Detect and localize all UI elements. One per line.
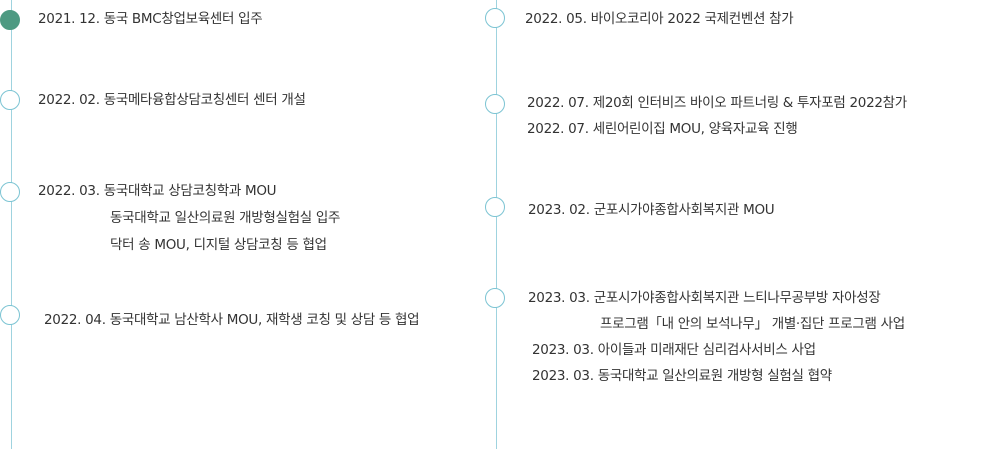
timeline-entry-text: 2023. 03. 군포시가야종합사회복지관 느티나무공부방 자아성장 [528,290,881,306]
timeline-right-column: 2022. 05. 바이오코리아 2022 국제컨벤션 참가 2022. 07.… [485,0,1000,449]
timeline-entry-text: 2022. 07. 세린어린이집 MOU, 양육자교육 진행 [527,121,798,137]
timeline-dot [0,182,20,202]
timeline-left-column: 2021. 12. 동국 BMC창업보육센터 입주 2022. 02. 동국메타… [0,0,490,449]
timeline-entry-text: 2021. 12. 동국 BMC창업보육센터 입주 [38,11,263,27]
timeline-dot [0,90,20,110]
timeline-entry-text: 2023. 03. 동국대학교 일산의료원 개방형 실험실 협약 [532,368,832,384]
timeline-entry-text: 프로그램「내 안의 보석나무」 개별·집단 프로그램 사업 [600,316,905,332]
timeline-entry-text: 2022. 02. 동국메타융합상담코칭센터 센터 개설 [38,92,306,108]
timeline-entry-text: 2022. 07. 제20회 인터비즈 바이오 파트너링 & 투자포럼 2022… [527,95,907,111]
timeline-dot [485,197,505,217]
timeline-dot [485,8,505,28]
timeline-line-right [496,0,497,449]
timeline-line-left [11,0,12,449]
timeline-dot-active [0,10,20,30]
timeline-entry-text: 동국대학교 일산의료원 개방형실험실 입주 [110,210,341,226]
timeline-entry-text: 닥터 송 MOU, 디지털 상담코칭 등 협업 [110,237,327,253]
timeline-dot [485,288,505,308]
timeline-entry-text: 2022. 03. 동국대학교 상담코칭학과 MOU [38,183,277,199]
timeline-dot [485,94,505,114]
timeline-entry-text: 2023. 03. 아이들과 미래재단 심리검사서비스 사업 [532,342,816,358]
timeline-entry-text: 2022. 04. 동국대학교 남산학사 MOU, 재학생 코칭 및 상담 등 … [44,312,420,328]
timeline-entry-text: 2022. 05. 바이오코리아 2022 국제컨벤션 참가 [525,11,794,27]
timeline-dot [0,305,20,325]
timeline-entry-text: 2023. 02. 군포시가야종합사회복지관 MOU [528,202,775,218]
